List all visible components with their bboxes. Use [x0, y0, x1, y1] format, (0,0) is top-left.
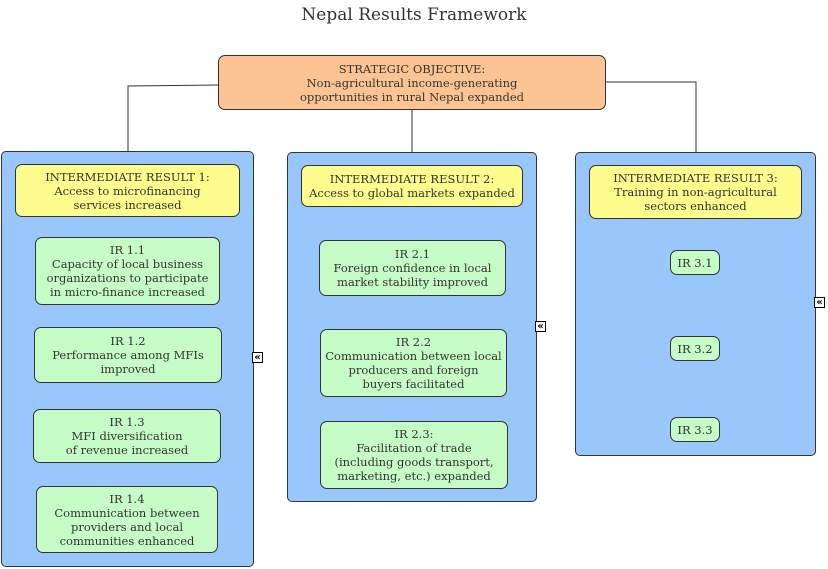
ir-1-2-box: IR 1.2 Performance among MFIs improved — [34, 327, 222, 383]
ir-2-2-line: buyers facilitated — [362, 377, 465, 391]
ir-1-4-box: IR 1.4 Communication between providers a… — [36, 486, 218, 553]
intermediate-result-3: INTERMEDIATE RESULT 3: Training in non-a… — [589, 165, 802, 219]
ir-3-2-box: IR 3.2 — [670, 336, 720, 361]
ir2-line: Access to global markets expanded — [309, 186, 515, 200]
ir-2-3-line: (including goods transport, — [334, 455, 494, 469]
ir-1-1-line: in micro-finance increased — [49, 285, 206, 299]
strategic-line: STRATEGIC OBJECTIVE: — [338, 61, 486, 76]
ir-2-1-line: IR 2.1 — [394, 247, 431, 261]
ir-2-1-line: Foreign confidence in local — [333, 261, 492, 275]
ir-1-1-line: IR 1.1 — [109, 243, 146, 257]
connector-so-ir1 — [127, 84, 220, 151]
collapse-toggle-icon[interactable]: « — [814, 297, 825, 308]
collapse-toggle-icon[interactable]: « — [252, 352, 263, 363]
intermediate-result-2: INTERMEDIATE RESULT 2: Access to global … — [301, 165, 523, 207]
ir3-line: sectors enhanced — [644, 199, 747, 213]
intermediate-result-1: INTERMEDIATE RESULT 1: Access to microfi… — [15, 164, 240, 217]
ir-2-2-box: IR 2.2 Communication between local produ… — [320, 329, 507, 397]
ir-2-2-line: producers and foreign — [348, 363, 479, 377]
ir-1-3-line: IR 1.3 — [109, 415, 145, 429]
ir1-line: INTERMEDIATE RESULT 1: — [45, 169, 210, 184]
ir3-line: INTERMEDIATE RESULT 3: — [613, 171, 778, 185]
ir-1-4-line: providers and local — [70, 519, 184, 534]
ir-1-3-box: IR 1.3 MFI diversification of revenue in… — [33, 409, 221, 463]
ir-2-1-box: IR 2.1 Foreign confidence in local marke… — [319, 240, 506, 296]
ir-1-1-box: IR 1.1 Capacity of local business organi… — [35, 237, 220, 305]
ir1-line: services increased — [73, 197, 182, 212]
ir-1-4-line: Communication between — [54, 505, 200, 520]
ir-1-1-line: Capacity of local business — [51, 257, 204, 271]
ir-1-4-line: communities enhanced — [59, 533, 195, 548]
ir-2-3-line: IR 2.3: — [394, 427, 434, 441]
ir-3-2-line: IR 3.2 — [677, 341, 713, 356]
collapse-toggle-icon[interactable]: « — [535, 321, 546, 332]
ir-1-2-line: IR 1.2 — [110, 334, 146, 348]
ir-1-3-line: of revenue increased — [65, 443, 189, 457]
ir-3-1-box: IR 3.1 — [670, 250, 720, 275]
strategic-line: opportunities in rural Nepal expanded — [299, 89, 525, 104]
diagram-title: Nepal Results Framework — [301, 5, 527, 25]
connector-so-ir3 — [605, 81, 697, 152]
ir1-line: Access to microfinancing — [54, 183, 201, 198]
ir-3-3-box: IR 3.3 — [670, 417, 720, 442]
ir3-line: Training in non-agricultural — [614, 185, 777, 199]
ir-1-1-line: organizations to participate — [46, 271, 209, 285]
ir-2-3-line: marketing, etc.) expanded — [337, 469, 491, 483]
ir-3-1-line: IR 3.1 — [677, 255, 713, 270]
ir-3-3-line: IR 3.3 — [677, 422, 713, 437]
ir-1-2-line: Performance among MFIs — [52, 348, 204, 362]
ir-1-3-line: MFI diversification — [71, 429, 183, 443]
ir-2-1-line: market stability improved — [337, 275, 488, 289]
ir2-line: INTERMEDIATE RESULT 2: — [329, 172, 495, 186]
strategic-objective-box: STRATEGIC OBJECTIVE: Non-agricultural in… — [218, 55, 606, 110]
ir-2-2-line: Communication between local — [325, 349, 502, 363]
ir-1-2-line: improved — [100, 362, 156, 376]
ir-2-3-box: IR 2.3: Facilitation of trade (including… — [320, 421, 508, 489]
strategic-line: Non-agricultural income-generating — [306, 75, 518, 90]
ir-2-2-line: IR 2.2 — [395, 335, 432, 349]
ir-2-3-line: Facilitation of trade — [356, 441, 472, 455]
ir-1-4-line: IR 1.4 — [109, 491, 145, 506]
